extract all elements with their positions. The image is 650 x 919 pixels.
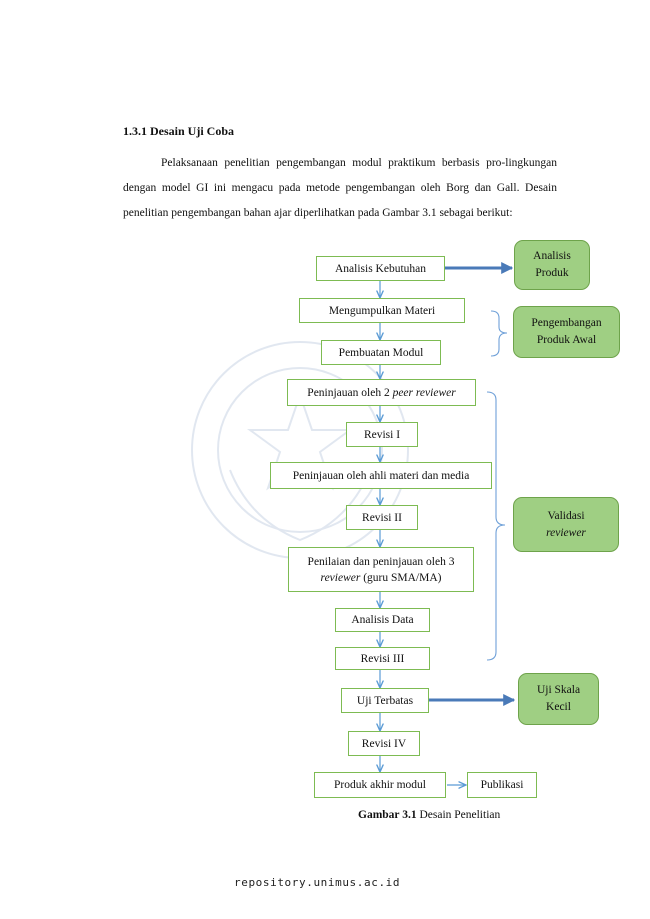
box-publikasi-label: Publikasi bbox=[480, 779, 524, 791]
brace-pengembangan bbox=[490, 310, 508, 357]
box-revisi-3: Revisi III bbox=[335, 647, 430, 670]
box-analisis-kebutuhan-label: Analisis Kebutuhan bbox=[334, 262, 427, 275]
stage-pengembangan-line1: Pengembangan bbox=[531, 317, 602, 329]
box-mengumpulkan-materi: Mengumpulkan Materi bbox=[299, 298, 465, 323]
box-produk-akhir: Produk akhir modul bbox=[314, 772, 446, 798]
box-revisi-2-label: Revisi II bbox=[362, 511, 402, 524]
box-peninjauan-peer: Peninjauan oleh 2 peer reviewer bbox=[287, 379, 476, 406]
stage-validasi-line2: reviewer bbox=[546, 526, 586, 539]
section-heading: 1.3.1 Desain Uji Coba bbox=[123, 124, 235, 138]
box-produk-akhir-label: Produk akhir modul bbox=[334, 779, 426, 791]
stage-uji-skala-line1: Uji Skala bbox=[536, 684, 581, 696]
box-penilaian-reviewer: Penilaian dan peninjauan oleh 3 reviewer… bbox=[288, 547, 474, 592]
box-revisi-4: Revisi IV bbox=[348, 731, 420, 756]
stage-analisis-produk-line1: Analisis bbox=[533, 250, 571, 262]
figure-caption-label: Gambar 3.1 bbox=[358, 809, 417, 821]
box-revisi-1-label: Revisi I bbox=[363, 428, 401, 441]
stage-uji-skala-line2: Kecil bbox=[546, 701, 571, 713]
box-penilaian-line2: reviewer (guru SMA/MA) bbox=[320, 571, 442, 584]
box-pembuatan-modul-label: Pembuatan Modul bbox=[338, 346, 424, 359]
figure-caption: Gambar 3.1 Desain Penelitian bbox=[358, 809, 500, 821]
box-analisis-data: Analisis Data bbox=[335, 608, 430, 632]
stage-pengembangan-line2: Produk Awal bbox=[536, 334, 597, 346]
stage-pengembangan-produk-awal: Pengembangan Produk Awal bbox=[513, 306, 620, 358]
box-peninjauan-peer-label: Peninjauan oleh 2 peer reviewer bbox=[307, 386, 456, 399]
box-revisi-1: Revisi I bbox=[346, 422, 418, 447]
box-uji-terbatas: Uji Terbatas bbox=[341, 688, 429, 713]
box-analisis-kebutuhan: Analisis Kebutuhan bbox=[316, 256, 445, 281]
brace-validasi bbox=[486, 391, 506, 661]
box-uji-terbatas-label: Uji Terbatas bbox=[356, 694, 414, 707]
repository-footer: repository.unimus.ac.id bbox=[234, 876, 401, 889]
box-revisi-4-label: Revisi IV bbox=[361, 737, 407, 750]
stage-validasi-line1: Validasi bbox=[547, 509, 585, 522]
stage-validasi-reviewer: Validasi reviewer bbox=[513, 497, 619, 552]
box-revisi-3-label: Revisi III bbox=[360, 652, 405, 665]
stage-analisis-produk: Analisis Produk bbox=[514, 240, 590, 290]
stage-uji-skala-kecil: Uji Skala Kecil bbox=[518, 673, 599, 725]
box-penilaian-line1: Penilaian dan peninjauan oleh 3 bbox=[307, 555, 455, 568]
box-peninjauan-ahli: Peninjauan oleh ahli materi dan media bbox=[270, 462, 492, 489]
box-analisis-data-label: Analisis Data bbox=[351, 614, 414, 626]
box-mengumpulkan-materi-label: Mengumpulkan Materi bbox=[328, 304, 436, 317]
figure-caption-text: Desain Penelitian bbox=[416, 809, 501, 821]
stage-analisis-produk-line2: Produk bbox=[535, 267, 569, 279]
box-peninjauan-ahli-label: Peninjauan oleh ahli materi dan media bbox=[292, 469, 470, 482]
intro-paragraph: Pelaksanaan penelitian pengembangan modu… bbox=[123, 157, 557, 219]
box-revisi-2: Revisi II bbox=[346, 505, 418, 530]
box-pembuatan-modul: Pembuatan Modul bbox=[321, 340, 441, 365]
box-publikasi: Publikasi bbox=[467, 772, 537, 798]
